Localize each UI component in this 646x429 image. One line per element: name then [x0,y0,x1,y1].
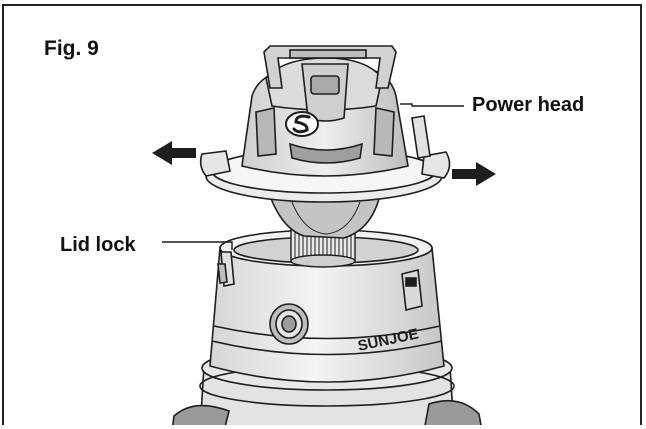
hose-inlet [269,303,309,345]
power-head [199,45,451,239]
power-head-leader-line [400,103,464,107]
lid-lock-leader-line [162,241,233,250]
drum [171,229,482,425]
figure-frame: SUNJOE [2,4,642,425]
vacuum-illustration: SUNJOE [152,45,496,425]
callout-power-head: Power head [472,94,585,116]
logo-badge-icon [285,111,319,137]
right-latch [401,269,423,311]
figure-label: Fig. 9 [44,37,99,60]
callout-lid-lock: Lid lock [60,234,136,256]
lid-lock-latch [217,251,235,287]
arrow-right-icon [452,162,496,186]
arrow-left-icon [152,141,196,165]
